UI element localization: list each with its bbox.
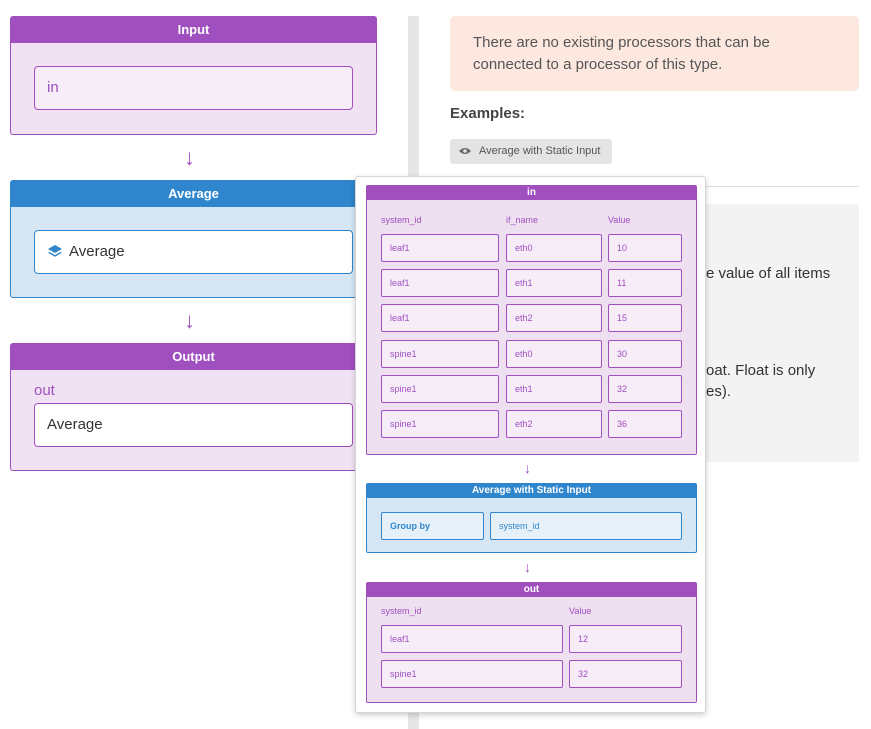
table-cell: eth0	[506, 340, 602, 368]
preview-output-box: out system_id Value leaf1 12 spine1 32	[366, 582, 697, 703]
doc-text-line: oat. Float is only	[706, 362, 816, 379]
output-field[interactable]: Average	[34, 403, 353, 447]
table-cell: eth2	[506, 410, 602, 438]
input-node[interactable]: Input in	[10, 16, 377, 135]
table-cell: 10	[608, 234, 682, 262]
doc-text-line: es).	[706, 383, 732, 400]
average-processor-field[interactable]: Average	[34, 230, 353, 274]
preview-processor-box: Average with Static Input Group by syste…	[366, 483, 697, 553]
table-cell: 32	[608, 375, 682, 403]
column-header: system_id	[381, 606, 422, 616]
arrow-down-icon: ↓	[184, 308, 195, 333]
column-header: Value	[608, 215, 631, 225]
doc-panel	[700, 204, 859, 462]
table-cell: leaf1	[381, 269, 499, 297]
section-divider	[700, 186, 859, 187]
table-cell: leaf1	[381, 234, 499, 262]
column-header: Value	[569, 606, 592, 616]
table-cell: eth0	[506, 234, 602, 262]
preview-processor-title: Average with Static Input	[367, 484, 696, 498]
example-chip-average-static[interactable]: Average with Static Input	[450, 139, 612, 164]
example-preview-popup: in system_id if_name Value leaf1 eth0 10…	[355, 176, 706, 713]
examples-heading: Examples:	[450, 105, 526, 122]
output-node[interactable]: Output out Average	[10, 343, 377, 471]
table-cell: leaf1	[381, 304, 499, 332]
group-by-value: system_id	[490, 512, 682, 540]
average-node-title: Average	[11, 181, 376, 207]
table-cell: spine1	[381, 340, 499, 368]
doc-text-line: e value of all items	[706, 265, 831, 282]
table-cell: 11	[608, 269, 682, 297]
arrow-down-icon: ↓	[184, 145, 195, 170]
table-cell: leaf1	[381, 625, 563, 653]
table-cell: spine1	[381, 410, 499, 438]
table-cell: 15	[608, 304, 682, 332]
table-cell: 32	[569, 660, 682, 688]
table-cell: 12	[569, 625, 682, 653]
average-processor-label: Average	[69, 243, 125, 260]
column-header: if_name	[506, 215, 539, 225]
output-node-title: Output	[11, 344, 376, 370]
input-field[interactable]: in	[34, 66, 353, 110]
group-by-label: Group by	[381, 512, 484, 540]
table-cell: eth1	[506, 375, 602, 403]
table-cell: spine1	[381, 375, 499, 403]
eye-icon	[459, 148, 471, 154]
table-cell: eth2	[506, 304, 602, 332]
preview-input-title: in	[367, 186, 696, 200]
table-cell: eth1	[506, 269, 602, 297]
table-cell: 36	[608, 410, 682, 438]
average-node[interactable]: Average Average	[10, 180, 377, 298]
column-header: system_id	[381, 215, 422, 225]
table-cell: 30	[608, 340, 682, 368]
input-node-title: Input	[11, 17, 376, 43]
table-cell: spine1	[381, 660, 563, 688]
warning-alert: There are no existing processors that ca…	[450, 16, 859, 91]
arrow-down-icon: ↓	[524, 559, 531, 575]
preview-input-box: in system_id if_name Value leaf1 eth0 10…	[366, 185, 697, 455]
preview-output-title: out	[367, 583, 696, 597]
arrow-down-icon: ↓	[524, 460, 531, 476]
example-chip-label: Average with Static Input	[479, 145, 601, 157]
output-label: out	[34, 382, 55, 399]
layers-icon	[48, 245, 62, 257]
